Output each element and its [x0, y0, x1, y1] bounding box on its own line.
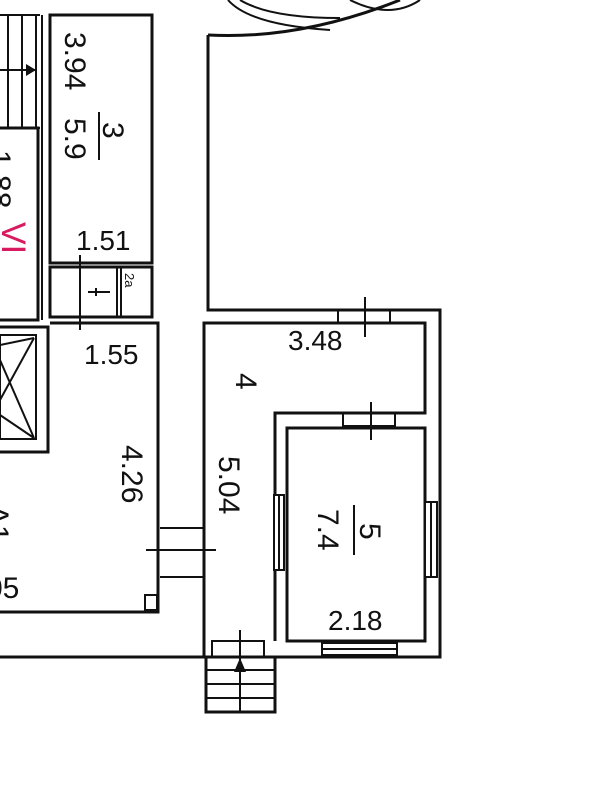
room-3-width: 1.51 — [76, 225, 131, 256]
room-5-number: 5 — [353, 523, 386, 540]
room-2a-number: 2a — [122, 273, 137, 288]
elevator — [0, 325, 50, 454]
room-3-length: 3.94 — [58, 32, 91, 90]
room-3-area: 5.9 — [58, 118, 91, 160]
room-a1-area: 05 — [0, 572, 19, 605]
room-a1-left-dimension: 1.88 — [0, 150, 16, 208]
room-4 — [202, 35, 442, 714]
room-3 — [48, 13, 154, 265]
room-a1-number: A1 — [0, 505, 14, 542]
staircase-top — [0, 14, 40, 322]
curved-wall — [207, 0, 421, 38]
marker-vi: VI — [0, 222, 32, 254]
room-2a — [48, 255, 154, 330]
room-5 — [285, 426, 438, 656]
room-4-width: 3.48 — [288, 325, 343, 356]
room-2a-width: 1.55 — [84, 339, 139, 370]
room-4-number: 4 — [229, 373, 262, 390]
room-4-length: 5.04 — [212, 456, 245, 514]
room-a1-length: 4.26 — [115, 445, 148, 503]
room-5-area: 7.4 — [311, 509, 344, 551]
room-3-number: 3 — [96, 122, 129, 139]
room-5-width: 2.18 — [328, 605, 383, 636]
room-a1 — [0, 321, 216, 659]
